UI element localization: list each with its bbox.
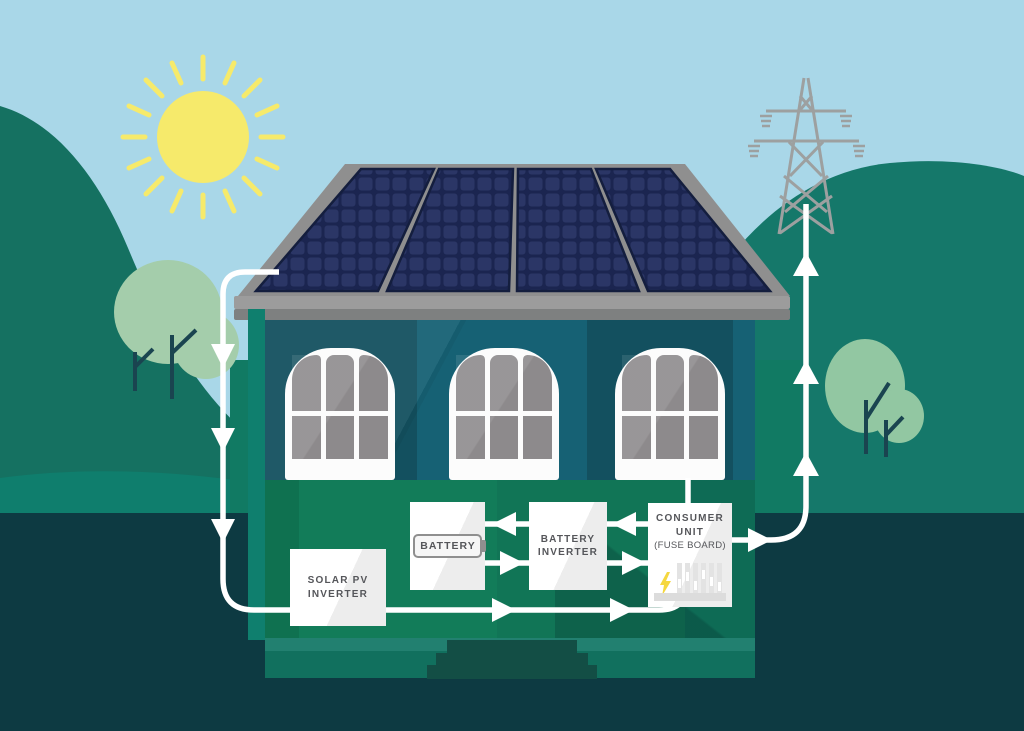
window-panes <box>456 355 552 459</box>
arched-window <box>615 348 725 480</box>
cu-to-grid-line <box>729 204 809 543</box>
fuse-switches-icon <box>659 560 722 596</box>
flow-arrow-icon <box>211 252 819 622</box>
battery-inverter-label: BATTERY INVERTER <box>537 533 599 559</box>
fuse-board-label: (FUSE BOARD) <box>654 540 726 551</box>
house-left-pilaster <box>248 309 265 640</box>
roof <box>234 164 790 320</box>
solar-pv-inverter-label: SOLAR PV INVERTER <box>307 575 369 600</box>
consumer-unit-label: CONSUMER UNIT <box>656 513 724 538</box>
window-panes <box>622 355 718 459</box>
window-panes <box>292 355 388 459</box>
arched-window <box>449 348 559 480</box>
door-step <box>436 653 588 665</box>
fuse-board-rail <box>654 593 726 601</box>
battery-inverter-box: BATTERY INVERTER <box>529 502 607 590</box>
battery-label: BATTERY <box>420 540 476 553</box>
electricity-pylon-icon <box>748 77 865 235</box>
door-step <box>427 665 597 679</box>
door-step <box>447 640 577 653</box>
left-near-hill <box>0 471 262 513</box>
battery-box: BATTERY <box>410 502 487 590</box>
arched-window <box>285 348 395 480</box>
solar-pv-inverter-box: SOLAR PV INVERTER <box>290 549 386 626</box>
battery-outline-icon: BATTERY <box>413 534 487 558</box>
lightning-bolt-icon <box>659 571 671 596</box>
tree-icon <box>825 339 924 457</box>
consumer-unit-box: CONSUMER UNIT (FUSE BOARD) <box>648 503 732 607</box>
sun-icon <box>120 54 286 220</box>
solar-panel-icon <box>253 167 773 293</box>
